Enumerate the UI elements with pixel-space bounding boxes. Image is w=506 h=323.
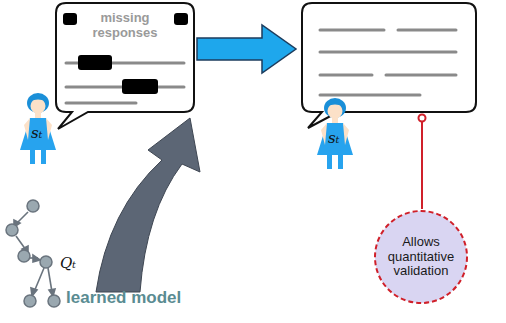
person-icon: [20, 93, 56, 164]
node-content: Allows quantitative validation: [374, 210, 468, 304]
state-label: sₜ: [328, 131, 339, 146]
person-icon: [317, 98, 353, 169]
tree-nodes: [6, 200, 60, 307]
state-label: sₜ: [31, 126, 42, 141]
response-bubble: missing responses: [56, 3, 194, 112]
circle-outline: [375, 211, 467, 303]
speech-bubble: [56, 3, 194, 129]
curved-arrow: [96, 118, 200, 292]
model-name: learned model: [66, 289, 181, 306]
bubble-heading: missing responses: [78, 11, 172, 41]
text-lines: [320, 30, 456, 95]
validation-text: Allows quantitative validation: [379, 235, 463, 280]
node-content: missing responses: [56, 3, 194, 112]
transform-arrow: [197, 25, 296, 73]
speech-bubble: [302, 3, 476, 128]
model-tree: [14, 212, 55, 296]
leader-line: [421, 120, 423, 209]
model-label: Qₜ: [60, 256, 76, 271]
leader-dot: [419, 115, 426, 122]
validation-circle: Allows quantitative validation: [374, 210, 468, 304]
